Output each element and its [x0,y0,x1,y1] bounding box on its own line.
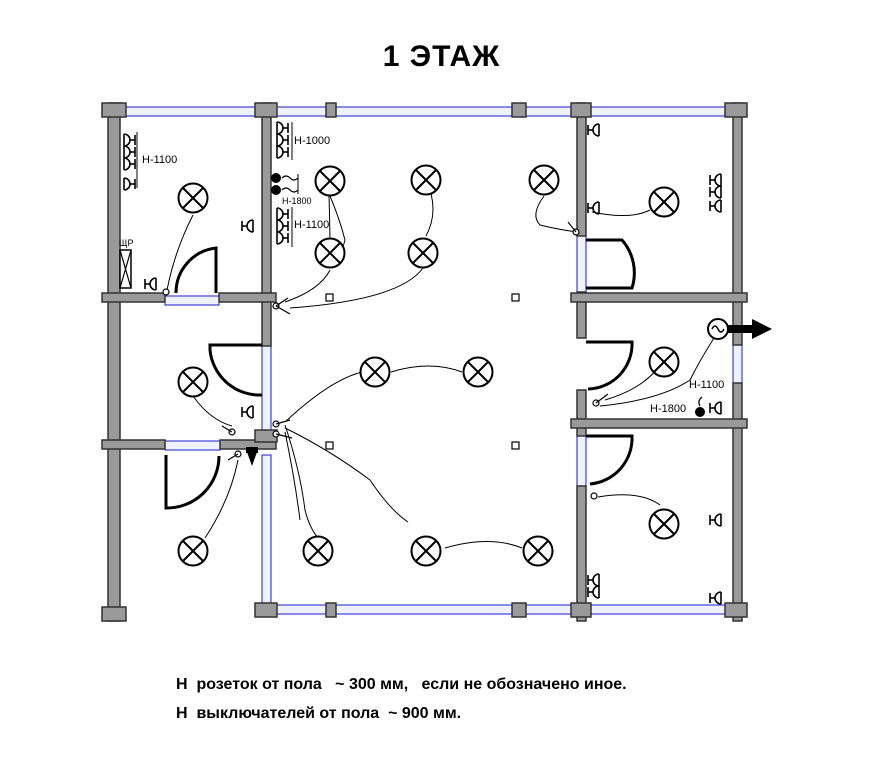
lamp [528,164,560,196]
switches [162,221,609,500]
lamp [410,164,442,196]
junction-boxes [325,293,520,450]
lamp [648,508,680,540]
wires [166,179,715,549]
lamp [314,237,346,269]
lamp [177,182,209,214]
lamp [410,535,442,567]
lamp [177,366,209,398]
label-h1800-left: Н-1800 [282,196,312,206]
lamp [359,356,391,388]
lamp [462,356,494,388]
note-switch-height: Н выключателей от пола ~ 900 мм. [176,705,462,722]
note-socket-height: Н розеток от пола ~ 300 мм, если не обоз… [176,676,627,693]
page-title: 1 ЭТАЖ [382,40,501,73]
label-h1100-left: Н-1100 [142,154,177,166]
lamp [407,237,439,269]
lamp [177,535,209,567]
lamp [302,535,334,567]
exhaust-fan-icon [707,318,772,340]
lamp [314,165,346,197]
label-panel: ЩР [119,238,133,248]
label-h1100-right: Н-1100 [689,379,724,391]
label-h1000: Н-1000 [294,135,330,147]
label-h1800-right: Н-1800 [650,403,686,415]
label-h1100-mid: Н-1100 [294,219,329,231]
electrical-panel [119,249,132,289]
lamp [648,186,680,218]
height-labels: Н-1100 Н-1000 Н-1800 Н-1100 ЩР Н-1100 Н-… [119,135,724,415]
lamp [648,346,680,378]
sockets [123,121,722,605]
lamp [522,535,554,567]
doors [164,238,636,510]
walls [101,102,748,622]
